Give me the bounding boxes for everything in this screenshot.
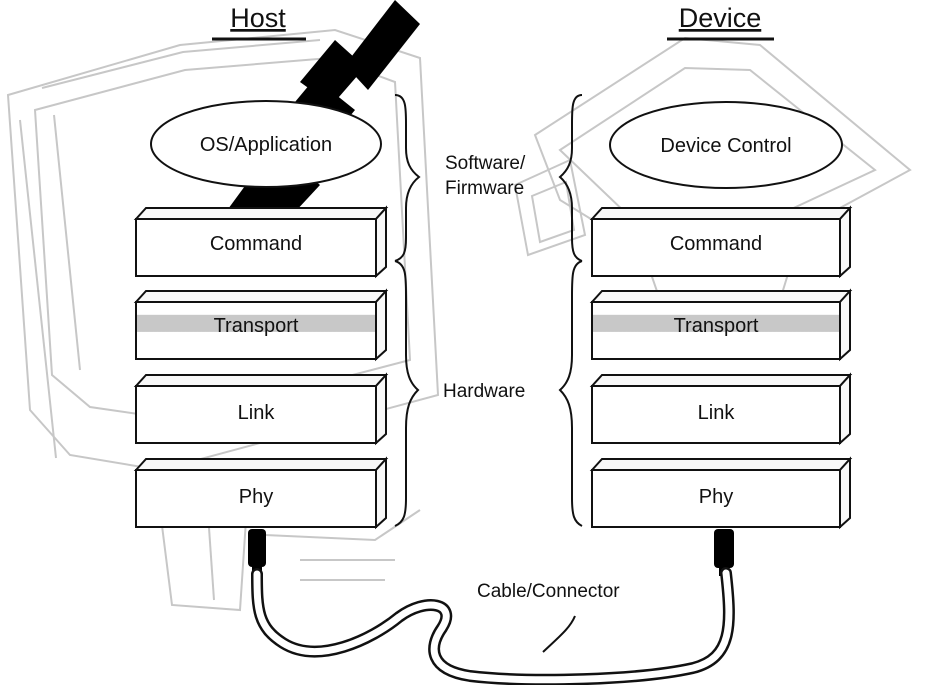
host-section: Host OS/Application Command Transport Li…	[133, 3, 389, 576]
cable-fill	[253, 569, 733, 684]
host-phy-label: Phy	[239, 486, 273, 508]
left-hardware-brace	[394, 260, 420, 527]
software-firmware-label-line1: Software/	[445, 153, 526, 174]
device-transport-layer: Transport	[589, 288, 853, 362]
cable-section: Cable/Connector	[251, 567, 735, 685]
host-link-layer: Link	[133, 372, 389, 446]
device-phy-layer: Phy	[589, 456, 853, 530]
host-top-label: OS/Application	[200, 134, 332, 156]
device-command-layer: Command	[589, 205, 853, 279]
device-section: Device Device Control Command Transport …	[589, 3, 853, 576]
device-command-label: Command	[670, 233, 762, 255]
hardware-label: Hardware	[443, 381, 525, 402]
device-link-layer: Link	[589, 372, 853, 446]
cable-label-pointer	[542, 615, 576, 653]
device-phy-label: Phy	[699, 486, 733, 508]
host-phy-layer: Phy	[133, 456, 389, 530]
device-top-label: Device Control	[660, 135, 791, 157]
monitor-illustration	[6, 28, 440, 612]
right-hardware-brace	[558, 260, 583, 527]
cable-connector-label: Cable/Connector	[477, 581, 620, 602]
device-transport-label: Transport	[674, 315, 759, 337]
host-command-layer: Command	[133, 205, 389, 279]
left-software-brace	[394, 94, 421, 262]
software-firmware-label-line2: Firmware	[445, 178, 524, 199]
device-top-ellipse	[609, 101, 843, 189]
device-title: Device	[679, 3, 762, 33]
host-title: Host	[230, 3, 286, 33]
host-transport-layer: Transport	[133, 288, 389, 362]
host-command-label: Command	[210, 233, 302, 255]
right-software-brace	[558, 94, 583, 262]
host-transport-label: Transport	[214, 315, 299, 337]
host-link-label: Link	[238, 402, 276, 424]
center-braces: Software/ Firmware Hardware	[394, 94, 583, 527]
device-link-label: Link	[698, 402, 736, 424]
host-top-ellipse	[150, 100, 382, 188]
